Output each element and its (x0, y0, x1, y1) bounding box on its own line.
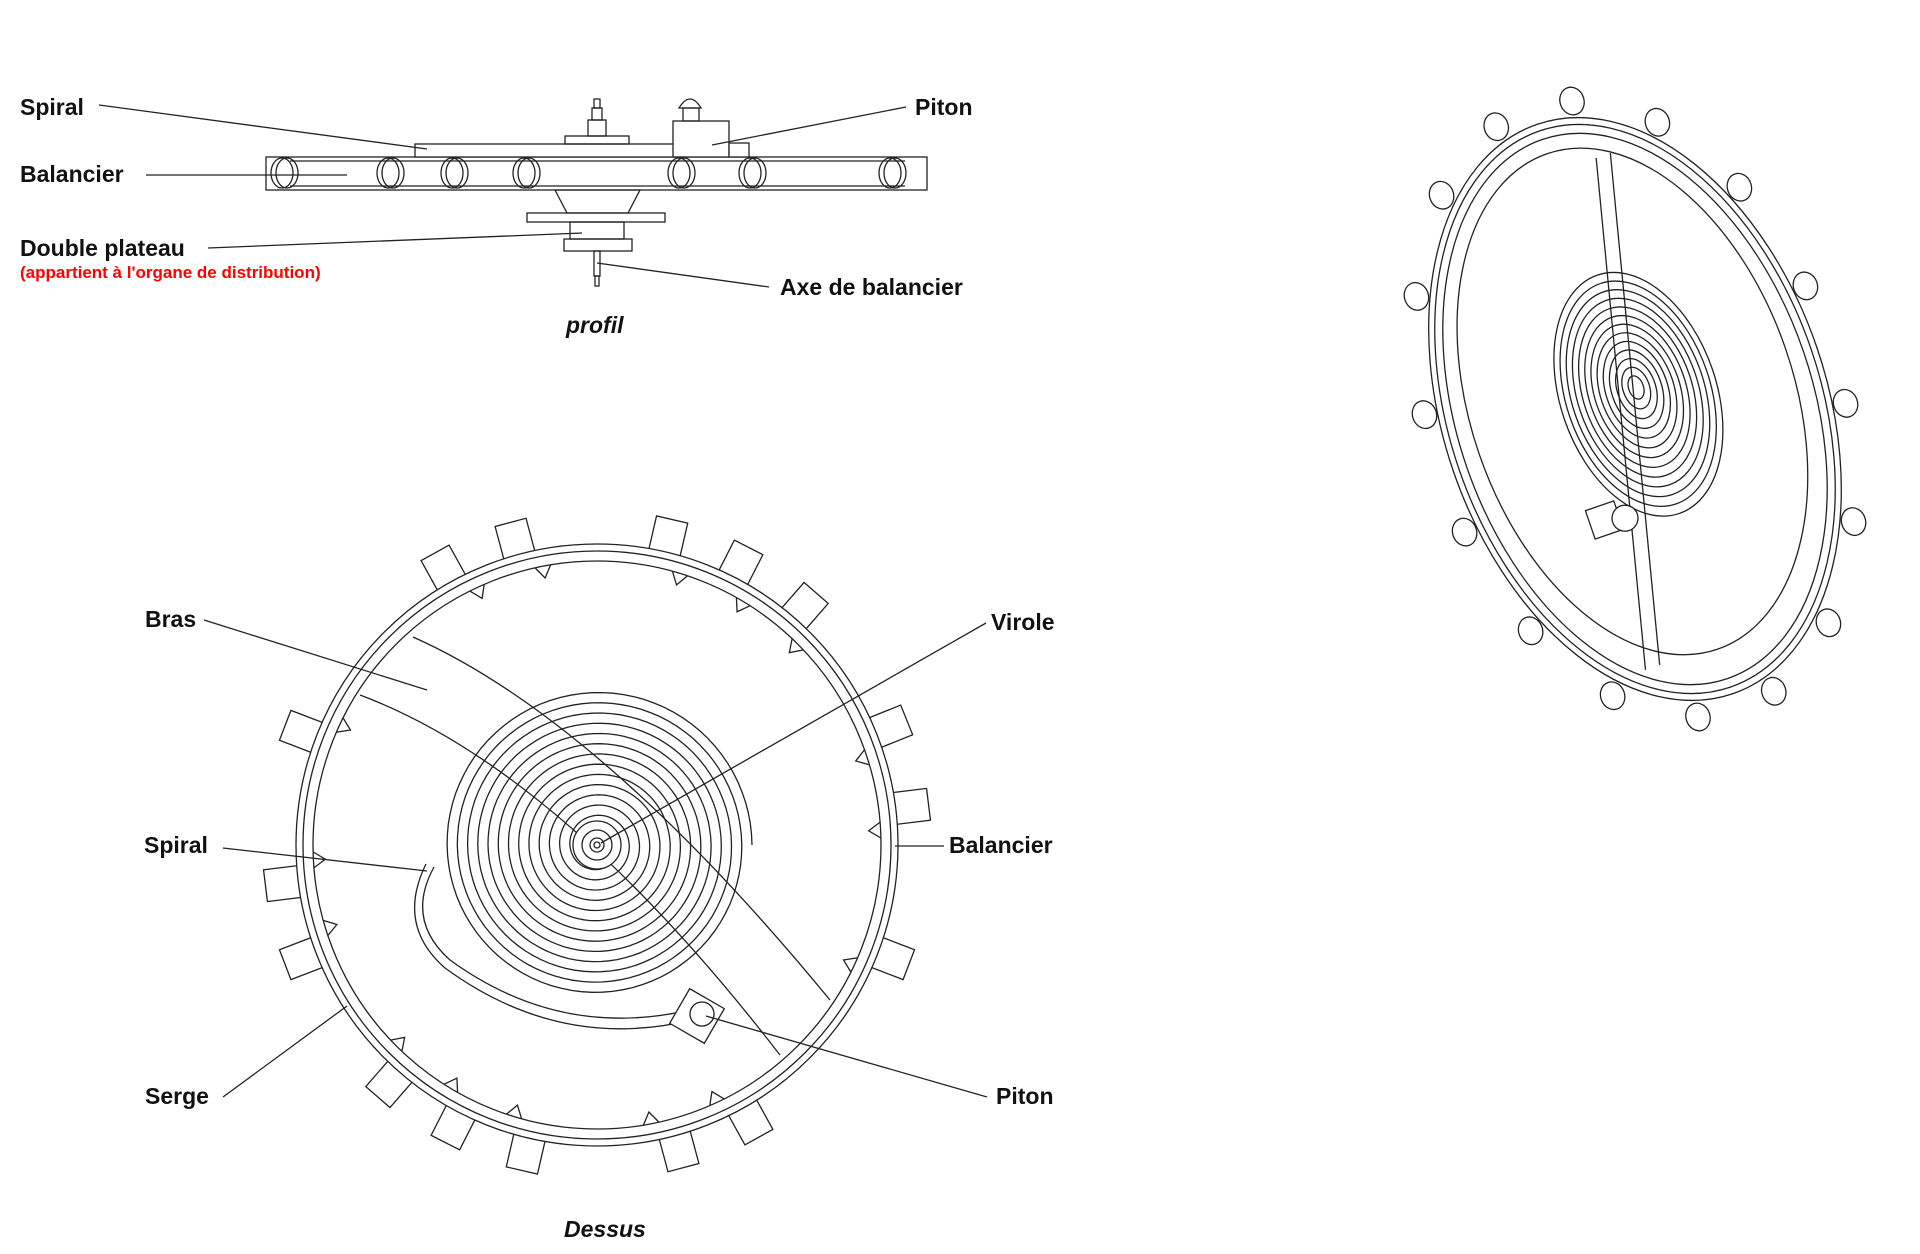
leader-line (705, 1015, 988, 1098)
screw-tab (1428, 180, 1455, 210)
screw-tab (1685, 702, 1711, 732)
label-serge: Serge (145, 1083, 209, 1109)
leader-line (98, 104, 428, 150)
leader-line (600, 622, 987, 844)
profile-drawing (98, 98, 928, 288)
screw-tab (1483, 112, 1510, 142)
label-virole: Virole (991, 609, 1055, 635)
isometric-drawing (1403, 86, 1867, 732)
screw-ring (512, 157, 536, 189)
leader-line (222, 847, 428, 872)
label-double-plateau: Double plateau (20, 235, 185, 261)
screw-ring (440, 157, 464, 189)
label-piton-top: Piton (996, 1083, 1054, 1109)
screw-ring (270, 157, 294, 189)
leader-line (596, 262, 770, 288)
screw-tab (1760, 676, 1787, 706)
label-piton-profile: Piton (915, 94, 973, 120)
arm (412, 636, 831, 1001)
screw-ring (878, 157, 902, 189)
label-double-plateau-note: (appartient à l'organe de distribution) (20, 263, 321, 282)
screw-tab (1411, 400, 1438, 430)
screw-tab (1517, 616, 1544, 646)
leader-line (207, 232, 583, 249)
piton-arc (422, 866, 691, 1019)
leader-line (222, 1005, 348, 1098)
screw-tab (1451, 517, 1478, 547)
screw-tab (1840, 507, 1867, 537)
label-spiral-top: Spiral (144, 832, 208, 858)
label-spiral-profile: Spiral (20, 94, 84, 120)
label-balancier-profile: Balancier (20, 161, 124, 187)
arm (359, 694, 781, 1056)
screw-ring (667, 157, 691, 189)
label-balancier-top: Balancier (949, 832, 1053, 858)
screw-tab (1403, 281, 1430, 311)
label-bras: Bras (145, 606, 197, 632)
screw-ring (738, 157, 762, 189)
screw-tab (1644, 107, 1671, 137)
screw-tab (1832, 388, 1859, 418)
top-drawing (203, 515, 988, 1175)
leader-line (711, 106, 907, 146)
label-axe: Axe de balancier (780, 274, 963, 300)
caption-dessus: Dessus (564, 1216, 646, 1242)
screw-tab (1599, 681, 1626, 711)
hairspring (446, 691, 753, 993)
screw-tab (1815, 608, 1842, 638)
screw-tab (1792, 271, 1819, 301)
screw-tab (1559, 86, 1585, 116)
leader-line (203, 619, 428, 691)
caption-profil: profil (566, 312, 624, 338)
screw-ring (376, 157, 400, 189)
screw-tab (1726, 172, 1753, 202)
